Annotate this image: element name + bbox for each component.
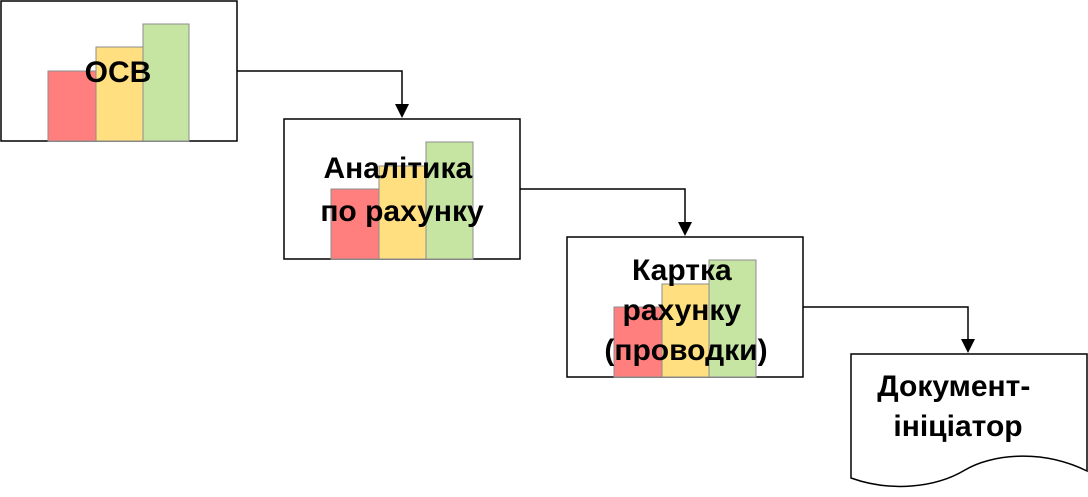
bar-yellow <box>661 283 710 378</box>
node-analytics: Аналітика по рахунку <box>283 118 521 260</box>
label-line: ОСВ <box>85 56 152 89</box>
bar-green <box>708 259 757 378</box>
node-initiator-document-label: Документ- ініціатор <box>877 370 1038 443</box>
document-shape <box>850 353 1088 488</box>
bar-chart-icon <box>330 141 474 260</box>
bar-red <box>613 306 663 378</box>
label-line: рахунку <box>623 294 742 327</box>
bar-yellow <box>378 165 427 260</box>
label-line: (проводки) <box>604 334 767 367</box>
node-initiator-document: Документ- ініціатор <box>850 353 1088 488</box>
connector-arrow <box>803 306 975 353</box>
connector-arrow <box>520 188 692 236</box>
node-analytics-label: Аналітика по рахунку <box>320 152 484 228</box>
bar-yellow <box>95 46 144 142</box>
bar-red <box>47 70 97 142</box>
label-line: по рахунку <box>320 195 484 228</box>
label-line: Аналітика <box>323 152 472 185</box>
bar-chart-icon <box>613 259 757 378</box>
connector-arrow <box>237 70 409 118</box>
node-account-card-label: Картка рахунку (проводки) <box>604 254 767 367</box>
label-line: Картка <box>632 254 732 287</box>
bar-red <box>330 188 380 260</box>
label-line: Документ- <box>877 370 1030 403</box>
node-osv-label: ОСВ <box>85 56 152 89</box>
bar-green <box>142 23 190 142</box>
node-account-card: Картка рахунку (проводки) <box>566 236 804 378</box>
bar-green <box>425 141 474 260</box>
bar-chart-icon <box>47 23 190 142</box>
label-line: ініціатор <box>893 410 1022 443</box>
node-osv: ОСВ <box>0 0 238 142</box>
